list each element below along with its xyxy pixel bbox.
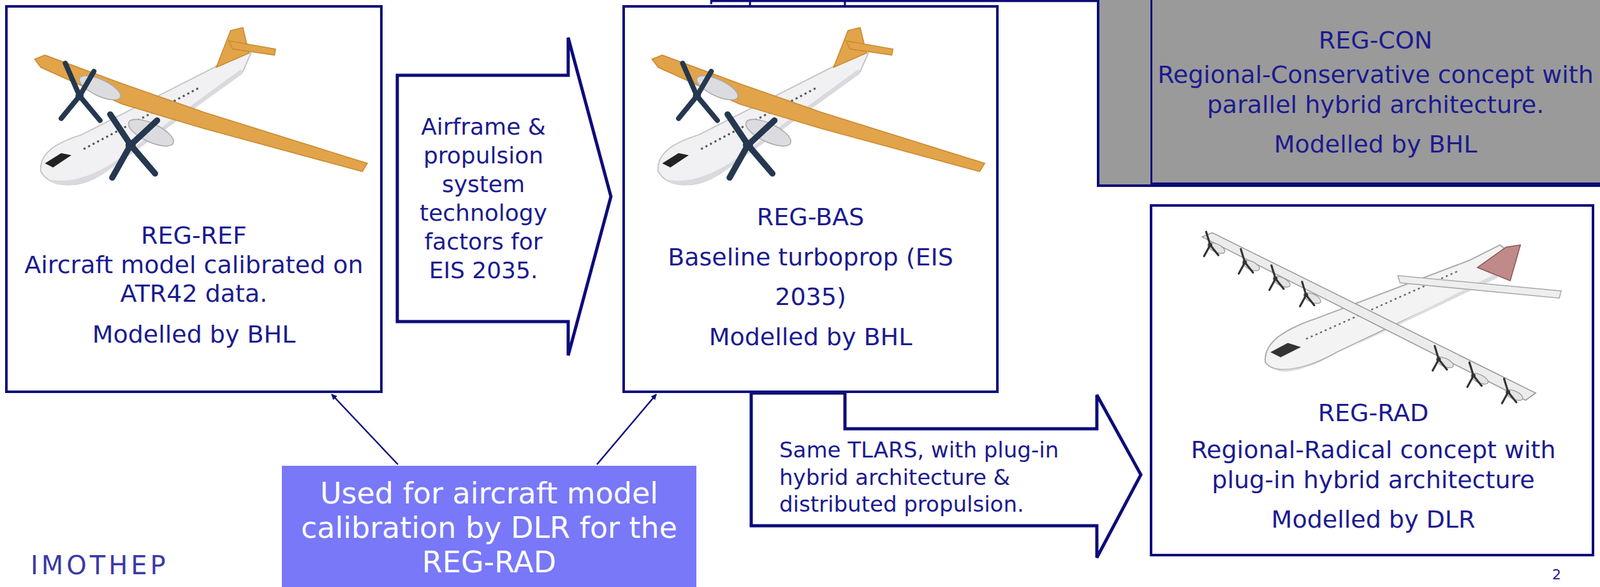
text-area: REG-REFAircraft model calibrated on ATR4… (17, 221, 370, 389)
aircraft-illustrations-part-part (1270, 343, 1301, 358)
box-text: Modelled by DLR (1162, 504, 1585, 536)
text-area: REG-RAD Regional-Radical concept with plu… (1162, 397, 1585, 551)
box-text: Regional-Conservative concept with paral… (1155, 59, 1596, 121)
block-arrow: Same TLARS, with plug-in hybrid architec… (749, 392, 1143, 560)
aircraft-illustrations-part-part (1269, 265, 1292, 290)
aircraft-illustrations-part-part (1432, 345, 1456, 370)
aircraft-illustrations-part (34, 27, 368, 185)
text-area: Used for aircraft model calibration by D… (292, 470, 687, 585)
box-heading: REG-REF (17, 221, 370, 251)
calibration-arrow (596, 394, 657, 465)
aircraft-illustrations-part-part (1203, 231, 1227, 256)
box-text: Modelled by BHL (1155, 129, 1596, 161)
aircraft-illustrations-part (651, 27, 985, 185)
page-number: 2 (1552, 567, 1562, 582)
aircraft-illustrations-part-part (1467, 362, 1490, 387)
aircraft-illustrations-part-part (1397, 275, 1562, 298)
box-text: Airframe & propulsion system technology … (403, 112, 564, 285)
box-heading: REG-CON (1155, 25, 1596, 57)
text-area: REG-CONRegional-Conservative concept wit… (1155, 25, 1596, 182)
aircraft-illustrations-part-part (1239, 248, 1262, 273)
text-area: REG-BASBaseline turboprop (EIS 2035)Mode… (635, 197, 986, 389)
box-text: Modelled by BHL (635, 316, 986, 358)
reference-box: REG-REFAircraft model calibrated on ATR4… (5, 5, 383, 393)
aircraft-illustrations-part (1202, 231, 1562, 404)
conservative-box: REG-CONRegional-Conservative concept wit… (1096, 0, 1600, 187)
arrow-outline (397, 37, 611, 356)
box-text: Modelled by BHL (17, 320, 370, 350)
aircraft-illustrations-part-part (1265, 244, 1511, 370)
baseline-box: REG-BASBaseline turboprop (EIS 2035)Mode… (622, 5, 999, 393)
box-text: Aircraft model calibrated on ATR42 data. (17, 250, 370, 309)
logo-text: IMOTHEP (30, 552, 169, 578)
arrow-outline (751, 392, 1141, 558)
box-heading: REG-RAD (1162, 397, 1585, 429)
calibration-arrow (331, 394, 398, 465)
aircraft-illustrations-part-part (1477, 244, 1521, 281)
aircraft-illustrations-part-part (1300, 281, 1323, 307)
radical-box: REG-RAD Regional-Radical concept with plu… (1149, 204, 1595, 557)
box-heading: REG-BAS (635, 197, 986, 238)
box-text: Baseline turboprop (EIS 2035) (635, 237, 986, 317)
box-text: Used for aircraft model calibration by D… (292, 475, 687, 580)
aircraft-illustrations-part-part (1202, 232, 1536, 400)
box-text: Same TLARS, with plug-in hybrid architec… (779, 436, 1095, 518)
box-text: Regional-Radical concept with plug-in hy… (1162, 434, 1585, 496)
block-arrow: Airframe & propulsion system technology … (396, 35, 613, 358)
aircraft-illustrations-part-part (1501, 378, 1525, 404)
note-box: Used for aircraft model calibration by D… (281, 465, 697, 587)
text-area: Same TLARS, with plug-in hybrid architec… (779, 429, 1095, 525)
text-area: Airframe & propulsion system technology … (403, 77, 564, 319)
